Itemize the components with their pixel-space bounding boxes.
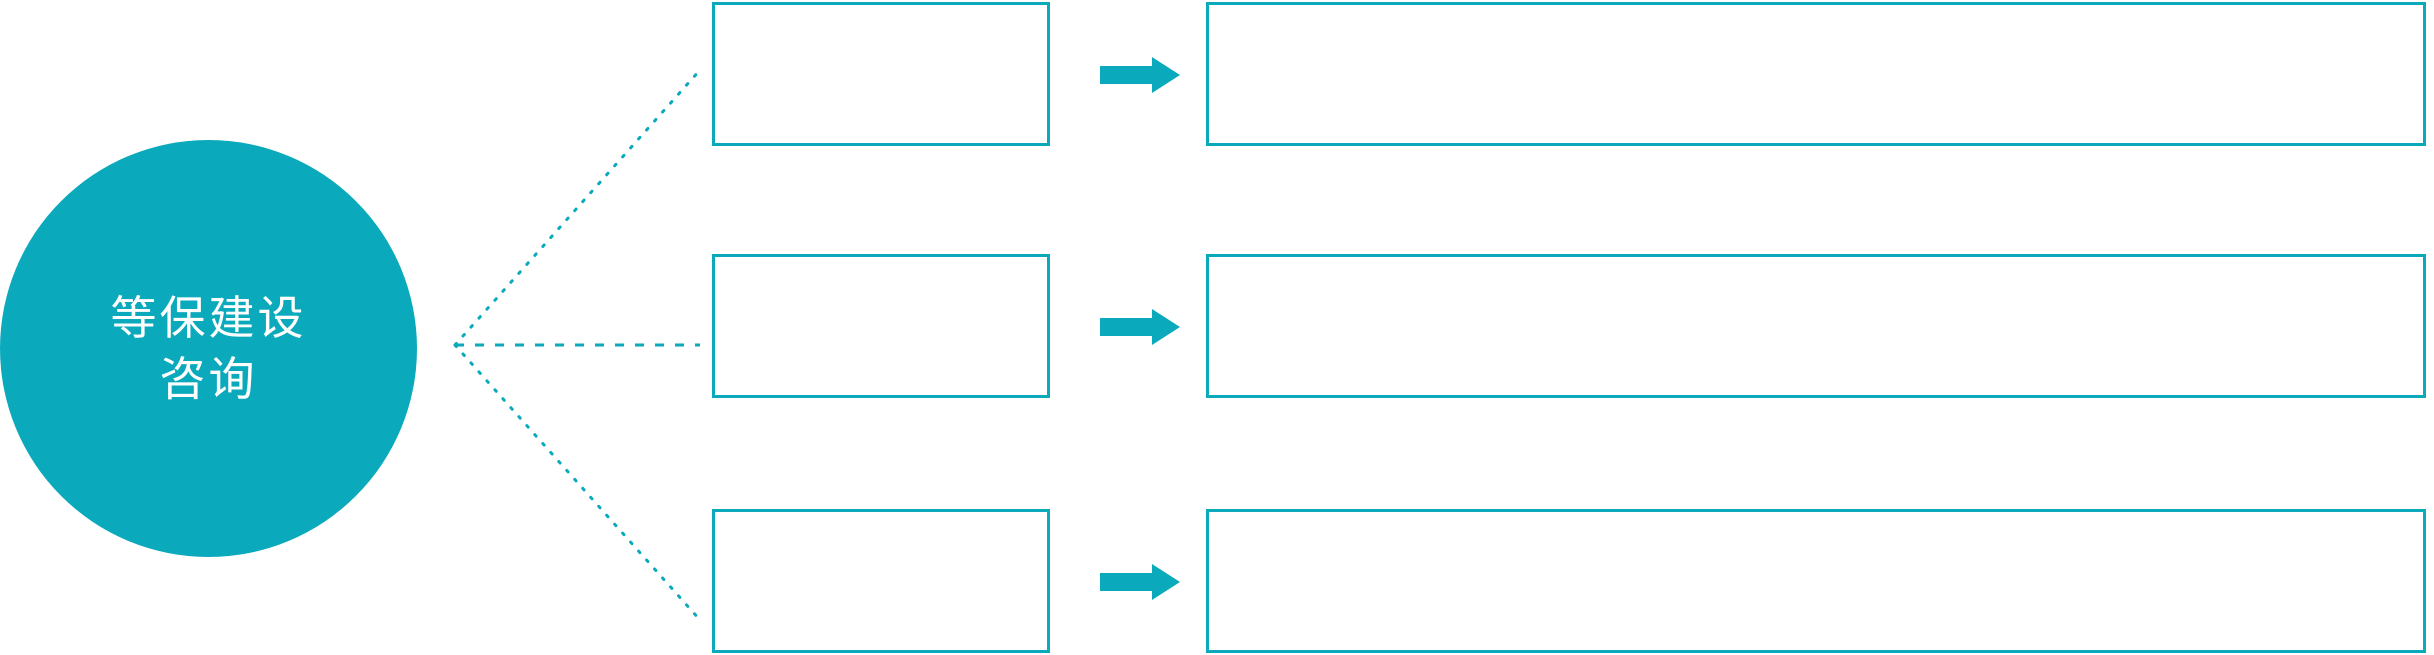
stage-box-3[interactable] — [712, 509, 1050, 653]
detail-box-1[interactable] — [1206, 2, 2426, 146]
connector-line-bottom — [453, 343, 702, 622]
connector-line-top — [453, 68, 702, 347]
hub-label-line-1: 等保建设 — [110, 291, 307, 344]
hub-circle[interactable]: 等保建设 咨询 — [0, 140, 417, 557]
detail-box-3[interactable] — [1206, 509, 2426, 653]
detail-box-2[interactable] — [1206, 254, 2426, 398]
right-block-arrow-icon — [1100, 564, 1180, 600]
right-block-arrow-icon — [1100, 57, 1180, 93]
right-block-arrow-icon — [1100, 309, 1180, 345]
stage-box-1[interactable] — [712, 2, 1050, 146]
stage-box-2[interactable] — [712, 254, 1050, 398]
hub-label-line-2: 咨询 — [159, 352, 258, 405]
